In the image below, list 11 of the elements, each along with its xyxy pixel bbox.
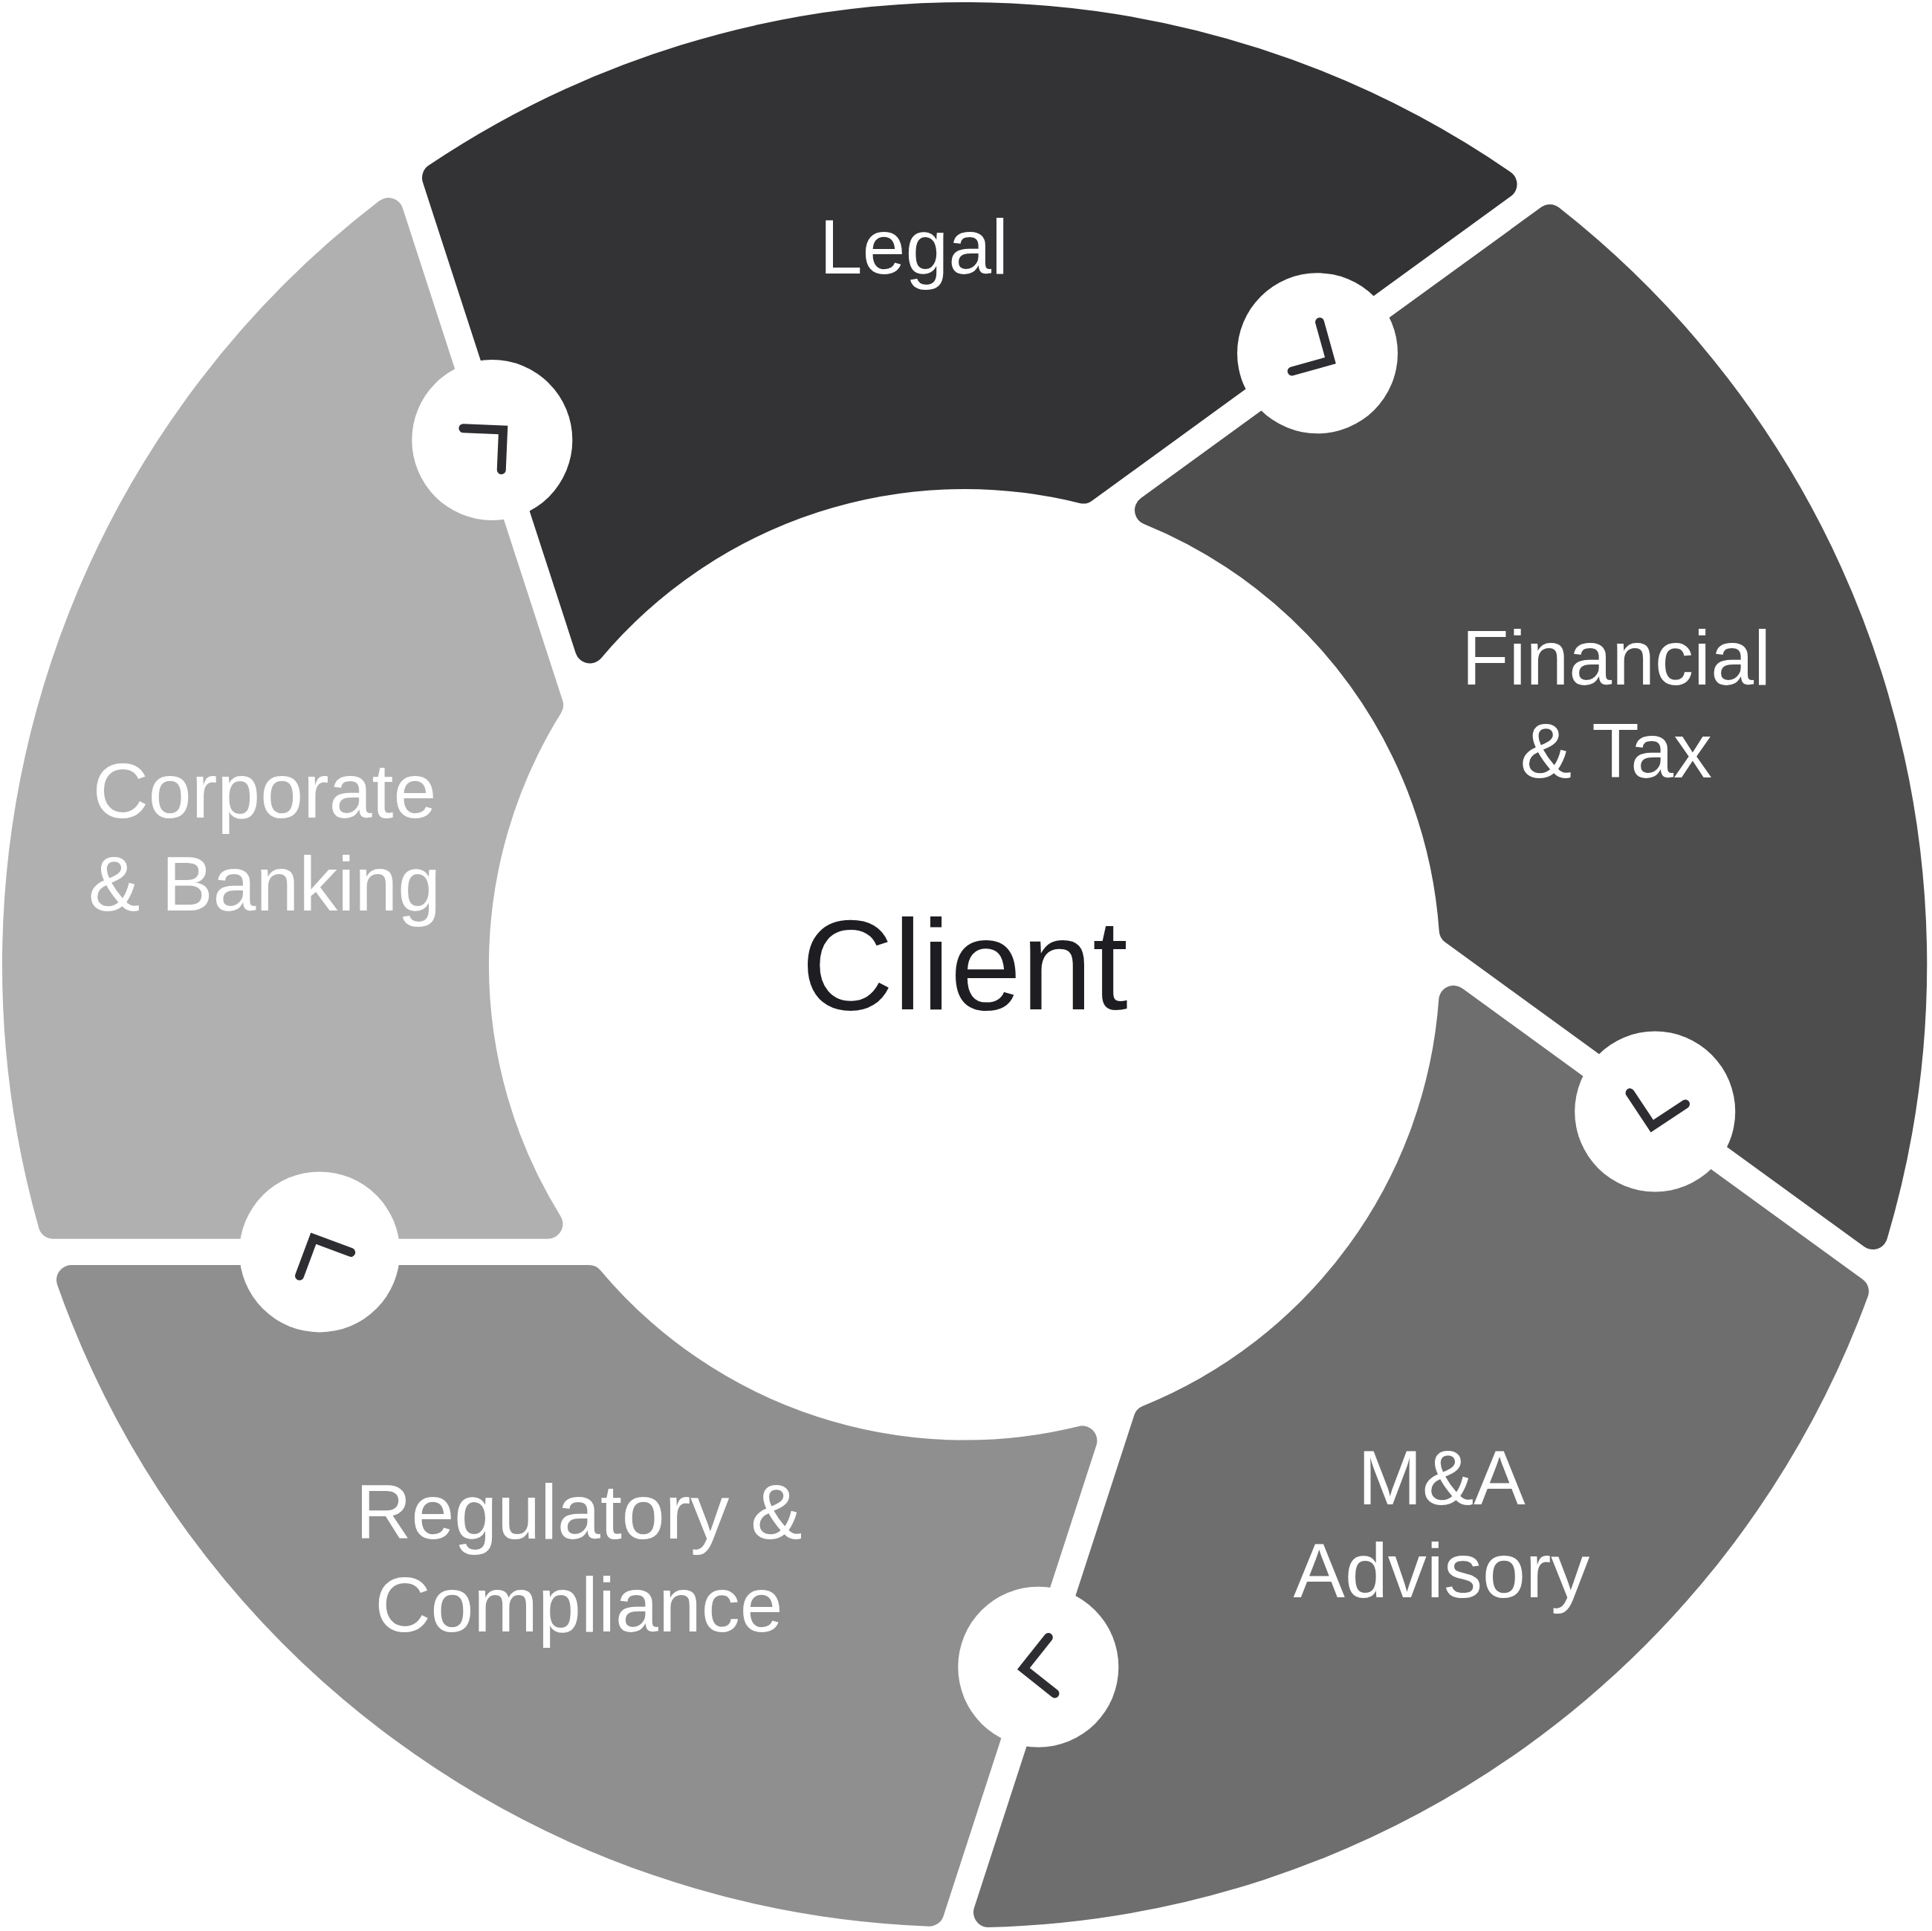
center-label: Client [801, 893, 1128, 1038]
chevron-arrow [1625, 1088, 1690, 1131]
segment-label: Corporate & Banking [87, 747, 442, 928]
segment-label: Legal [818, 202, 1010, 291]
segment-label: M&A Advisory [1292, 1434, 1591, 1615]
chevron-arrow [295, 1234, 356, 1281]
segment-label: Regulatory & Compliance [354, 1468, 803, 1649]
segment-label: Financial & Tax [1460, 614, 1772, 795]
chevron-arrow [458, 424, 508, 475]
chevron-arrow [1019, 1633, 1060, 1698]
chevron-arrow [1287, 317, 1335, 376]
